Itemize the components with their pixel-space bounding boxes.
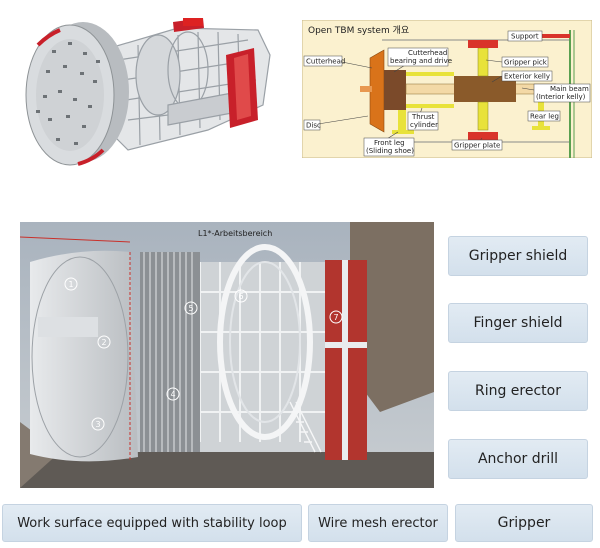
label-exterior-kelly: Exterior kelly bbox=[504, 73, 550, 81]
svg-text:2: 2 bbox=[101, 338, 106, 347]
schematic-bearing bbox=[384, 70, 406, 110]
label-gripper-plate: Gripper plate bbox=[454, 142, 500, 150]
legend-finger-shield-text: Finger shield bbox=[473, 315, 563, 331]
svg-text:3: 3 bbox=[95, 420, 100, 429]
label-bearing-2: bearing and drive bbox=[390, 57, 452, 65]
schematic-gripper-pick bbox=[477, 47, 489, 77]
open-tbm-schematic: Open TBM system 개요 Support bbox=[302, 20, 592, 158]
schematic-title: Open TBM system 개요 bbox=[308, 25, 409, 36]
photo-marker: 7 bbox=[329, 310, 343, 324]
legend-ring-erector-text: Ring erector bbox=[474, 383, 561, 399]
svg-text:1: 1 bbox=[68, 280, 73, 289]
label-main-beam-1: Main beam bbox=[550, 85, 589, 93]
schematic-gripper-plate bbox=[468, 40, 498, 48]
legend-gripper-shield: Gripper shield bbox=[448, 236, 588, 276]
label-thrust-2: cylinder bbox=[410, 121, 438, 129]
schematic-thrust-cylinder bbox=[406, 72, 454, 76]
legend-wire-mesh: Wire mesh erector bbox=[308, 504, 448, 542]
legend-work-surface-text: Work surface equipped with stability loo… bbox=[17, 515, 287, 531]
photo-marker: 3 bbox=[91, 417, 105, 431]
svg-text:4: 4 bbox=[170, 390, 175, 399]
label-main-beam-2: (Interior kelly) bbox=[536, 93, 586, 101]
legend-ring-erector: Ring erector bbox=[448, 371, 588, 411]
photo-cutterhead bbox=[30, 250, 138, 462]
legend-wire-mesh-text: Wire mesh erector bbox=[318, 515, 438, 531]
label-support: Support bbox=[511, 33, 539, 41]
legend-anchor-drill-text: Anchor drill bbox=[477, 451, 559, 467]
tbm-cutterhead bbox=[25, 22, 129, 166]
label-front-leg-2: (Sliding shoe) bbox=[366, 147, 414, 155]
photo-area-label: L1*-Arbeitsbereich bbox=[198, 229, 272, 238]
photo-marker: 1 bbox=[64, 277, 78, 291]
label-gripper-pick: Gripper pick bbox=[504, 59, 548, 67]
svg-text:5: 5 bbox=[188, 304, 193, 313]
legend-anchor-drill: Anchor drill bbox=[448, 439, 588, 479]
label-disc: Disc bbox=[306, 122, 321, 130]
tbm-gripper-shoes bbox=[173, 18, 258, 128]
label-thrust-1: Thrust bbox=[411, 113, 435, 121]
legend-gripper-text: Gripper bbox=[497, 515, 551, 531]
tbm-3d-render bbox=[25, 18, 271, 166]
label-rear-leg: Rear leg bbox=[530, 113, 559, 121]
photo-marker: 2 bbox=[97, 335, 111, 349]
label-cutterhead: Cutterhead bbox=[306, 58, 345, 66]
legend-work-surface: Work surface equipped with stability loo… bbox=[2, 504, 302, 542]
legend-finger-shield: Finger shield bbox=[448, 303, 588, 343]
photo-marker: 5 bbox=[184, 301, 198, 315]
photo-marker: 6 bbox=[234, 289, 248, 303]
legend-gripper-shield-text: Gripper shield bbox=[468, 248, 568, 264]
photo-marker: 4 bbox=[166, 387, 180, 401]
label-bearing-1: Cutterhead bbox=[408, 49, 447, 57]
tbm-photo: L1*-Arbeitsbereich 1 2 3 4 5 6 7 bbox=[20, 222, 434, 488]
svg-text:6: 6 bbox=[238, 292, 243, 301]
svg-text:7: 7 bbox=[333, 313, 338, 322]
label-front-leg-1: Front leg bbox=[374, 139, 405, 147]
schematic-cutterhead bbox=[369, 49, 385, 133]
legend-gripper: Gripper bbox=[455, 504, 593, 542]
